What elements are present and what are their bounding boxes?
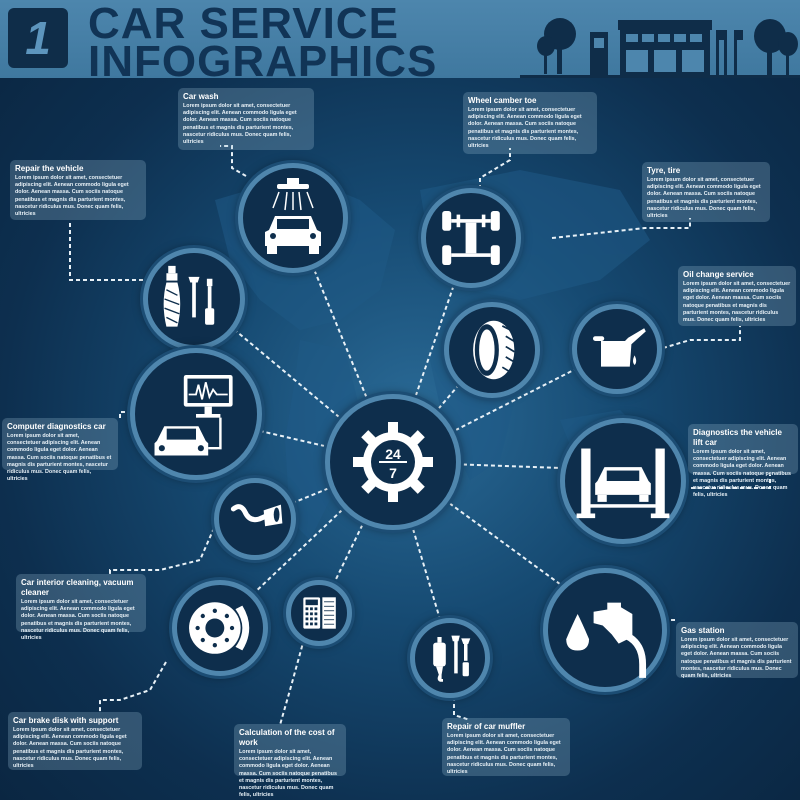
computer-diagnostics-circle [130, 348, 262, 480]
info-box-muffler: Repair of car muffler Lorem ipsum dolor … [442, 718, 570, 776]
info-title: Gas station [681, 626, 725, 635]
oil-can-icon [593, 328, 646, 367]
info-text: Lorem ipsum dolor sit amet, consectetuer… [681, 637, 792, 680]
vacuum-cleaner-icon [230, 504, 283, 527]
info-title: Oil change service [683, 270, 754, 279]
car-wash-icon [265, 178, 321, 254]
info-title: Diagnostics the vehicle lift car [693, 428, 782, 447]
info-text: Lorem ipsum dolor sit amet, consectetuer… [7, 433, 112, 483]
info-text: Lorem ipsum dolor sit amet, consectetuer… [21, 599, 135, 642]
info-box-wheel-camber: Wheel camber toe Lorem ipsum dolor sit a… [463, 92, 597, 154]
center-label-bottom: 7 [389, 465, 397, 481]
computer-diagnostics-icon [154, 374, 233, 456]
repair-tools-icon [163, 265, 215, 327]
brake-disk-circle [172, 580, 268, 676]
info-title: Repair of car muffler [447, 722, 526, 731]
center-label-top: 24 [385, 446, 401, 462]
info-text: Lorem ipsum dolor sit amet, consectetuer… [683, 281, 791, 324]
service-station-skyline-icon [520, 18, 800, 78]
info-text: Lorem ipsum dolor sit amet, consectetuer… [647, 177, 761, 220]
calculator-icon [303, 597, 336, 629]
info-box-tyre: Tyre, tire Lorem ipsum dolor sit amet, c… [642, 162, 770, 222]
cost-calculation-circle [286, 580, 352, 646]
info-title: Tyre, tire [647, 166, 681, 175]
section-number-badge: 1 [8, 8, 68, 68]
info-title: Wheel camber toe [468, 96, 537, 105]
page-title-line1: CAR SERVICE [88, 0, 399, 48]
info-text: Lorem ipsum dolor sit amet, consectetuer… [183, 103, 297, 146]
info-text: Lorem ipsum dolor sit amet, consectetuer… [239, 749, 337, 799]
info-text: Lorem ipsum dolor sit amet, consectetuer… [15, 175, 129, 218]
oil-change-circle [572, 304, 662, 394]
vehicle-lift-circle [560, 418, 686, 544]
fuel-nozzle-icon [566, 602, 647, 678]
info-title: Computer diagnostics car [7, 422, 106, 431]
info-box-interior-cleaning: Car interior cleaning, vacuum cleaner Lo… [16, 574, 146, 641]
info-text: Lorem ipsum dolor sit amet, consectetuer… [468, 107, 582, 150]
car-lift-icon [576, 448, 670, 519]
tyre-circle [444, 302, 540, 398]
wheel-camber-icon [442, 211, 500, 265]
gear-24-7-icon: 24 7 [353, 422, 433, 502]
page-title-line2: INFOGRAPHICS [88, 37, 438, 86]
info-box-vehicle-lift: Diagnostics the vehicle lift car Lorem i… [688, 424, 798, 498]
info-text: Lorem ipsum dolor sit amet, consectetuer… [13, 727, 127, 770]
info-box-car-wash: Car wash Lorem ipsum dolor sit amet, con… [178, 88, 314, 150]
info-title: Calculation of the cost of work [239, 728, 335, 747]
gas-station-circle [543, 568, 667, 692]
info-box-computer-diagnostics: Computer diagnostics car Lorem ipsum dol… [2, 418, 118, 482]
brake-disk-icon [189, 602, 250, 654]
info-box-brake-disk: Car brake disk with support Lorem ipsum … [8, 712, 142, 770]
wheel-camber-circle [421, 188, 521, 288]
muffler-circle [410, 618, 490, 698]
center-circle-24-7: 24 7 [325, 394, 461, 530]
info-title: Repair the vehicle [15, 164, 84, 173]
repair-vehicle-circle [143, 248, 245, 350]
car-wash-circle [238, 163, 348, 273]
interior-cleaning-circle [214, 478, 296, 560]
info-box-cost-calculation: Calculation of the cost of work Lorem ip… [234, 724, 346, 798]
header-bar: 1 CAR SERVICE INFOGRAPHICS [0, 0, 800, 84]
info-box-oil-change: Oil change service Lorem ipsum dolor sit… [678, 266, 796, 326]
info-title: Car wash [183, 92, 219, 101]
info-title: Car brake disk with support [13, 716, 119, 725]
tire-icon [473, 320, 515, 380]
info-text: Lorem ipsum dolor sit amet, consectetuer… [693, 449, 791, 499]
muffler-icon [433, 635, 471, 682]
info-box-repair-vehicle: Repair the vehicle Lorem ipsum dolor sit… [10, 160, 146, 220]
info-box-gas-station: Gas station Lorem ipsum dolor sit amet, … [676, 622, 798, 680]
info-title: Car interior cleaning, vacuum cleaner [21, 578, 134, 597]
info-text: Lorem ipsum dolor sit amet, consectetuer… [447, 733, 561, 776]
